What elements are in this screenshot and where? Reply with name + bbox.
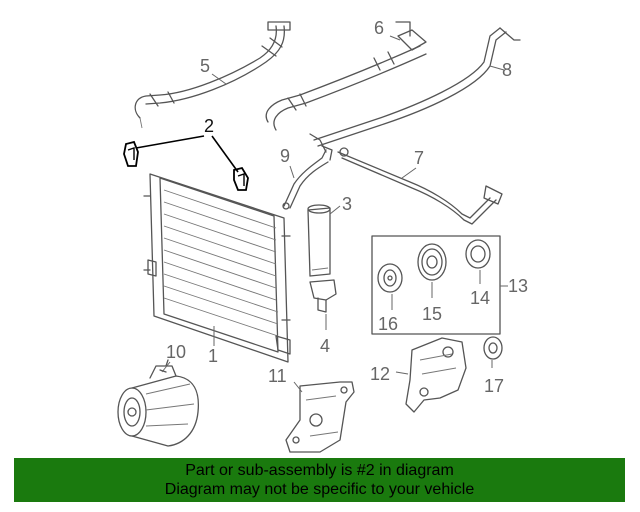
caption-line-1: Part or sub-assembly is #2 in diagram xyxy=(185,462,454,479)
callout-10: 10 xyxy=(166,342,186,362)
part-7-line[interactable] xyxy=(337,147,503,225)
callout-3: 3 xyxy=(342,194,352,214)
callout-1: 1 xyxy=(208,346,218,366)
callout-4: 4 xyxy=(320,336,330,356)
part-10-compressor[interactable] xyxy=(117,359,200,447)
callout-11: 11 xyxy=(268,366,287,386)
part-6-line[interactable] xyxy=(265,21,427,131)
part-8-line[interactable] xyxy=(309,27,521,153)
callout-7: 7 xyxy=(414,148,424,168)
part-11-bracket[interactable] xyxy=(285,381,355,453)
part-13-clutch-group[interactable] xyxy=(371,235,508,335)
callout-16: 16 xyxy=(378,314,398,334)
callout-15: 15 xyxy=(422,304,442,324)
callout-8: 8 xyxy=(502,60,512,80)
callout-2: 2 xyxy=(204,116,214,136)
part-14-coil[interactable] xyxy=(465,239,491,269)
part-3-receiver-drier[interactable] xyxy=(307,204,331,277)
part-2-bracket-right[interactable] xyxy=(233,166,249,191)
caption-line-2: Diagram may not be specific to your vehi… xyxy=(164,481,475,498)
caption-banner: Part or sub-assembly is #2 in diagram Di… xyxy=(14,458,625,502)
part-5-hose[interactable] xyxy=(134,21,291,129)
leader-lines-part-2 xyxy=(135,135,239,173)
part-16-hub[interactable] xyxy=(377,263,403,293)
parts-diagram: 5 6 8 2 9 7 3 13 14 15 16 4 1 10 11 12 1… xyxy=(117,18,528,453)
part-12-bracket[interactable] xyxy=(405,337,467,413)
part-1-condenser[interactable] xyxy=(143,173,291,363)
leader-lines xyxy=(161,35,505,393)
callout-14: 14 xyxy=(470,288,490,308)
part-2-bracket-left[interactable] xyxy=(123,140,139,167)
part-4-bracket[interactable] xyxy=(309,279,337,313)
callout-12: 12 xyxy=(370,364,390,384)
part-9-pipe[interactable] xyxy=(282,145,333,210)
callout-13: 13 xyxy=(508,276,528,296)
callout-17: 17 xyxy=(484,376,504,396)
callout-6: 6 xyxy=(374,18,384,38)
part-17-component[interactable] xyxy=(483,336,503,360)
part-15-pulley[interactable] xyxy=(417,243,447,281)
callout-5: 5 xyxy=(200,56,210,76)
callout-9: 9 xyxy=(280,146,290,166)
